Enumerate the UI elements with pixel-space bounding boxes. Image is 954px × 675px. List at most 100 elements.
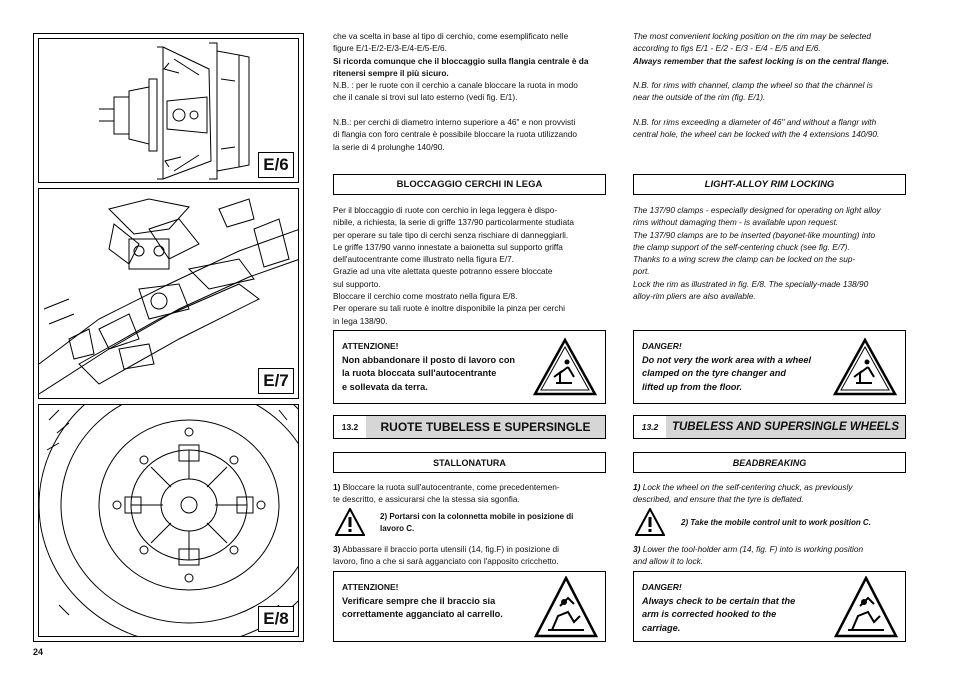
figure-e8-label: E/8 (258, 606, 294, 632)
it-section-number: 13.2 (334, 416, 367, 438)
en-step1: 1) Lock the wheel on the self-centering … (633, 481, 906, 506)
it-warning-box-2: ATTENZIONE! Verificare sempre che il bra… (333, 571, 606, 642)
en-intro-line: The most convenient locking position on … (633, 31, 871, 41)
en-warn1-line: clamped on the tyre changer and (642, 368, 786, 378)
en-step2: 2) Take the mobile control unit to work … (681, 517, 906, 529)
en-warn2-line: arm is corrected hooked to the (642, 609, 777, 619)
it-step3-line: Abbassare il braccio porta utensili (14,… (342, 544, 559, 554)
en-alloy-header: LIGHT-ALLOY RIM LOCKING (633, 174, 906, 195)
it-step3-number: 3) (333, 544, 341, 554)
it-warn2-line: Verificare sempre che il braccio sia (342, 595, 496, 606)
en-bead-header: BEADBREAKING (633, 452, 906, 473)
it-alloy-line: Per il bloccaggio di ruote con cerchio i… (333, 205, 558, 215)
en-step2-line: 2) Take the mobile control unit to work … (681, 518, 871, 527)
en-step1-line: Lock the wheel on the self-centering chu… (642, 482, 853, 492)
figure-e7-label: E/7 (258, 368, 294, 394)
italian-intro: che va scelta in base al tipo di cerchio… (333, 30, 606, 153)
it-intro-line: figure E/1-E/2-E/3-E/4-E/5-E/6. (333, 43, 447, 54)
en-alloy-line: Lock the rim as illustrated in fig. E/8.… (633, 278, 869, 289)
it-alloy-text: Per il bloccaggio di ruote con cerchio i… (333, 204, 606, 327)
it-alloy-header: BLOCCAGGIO CERCHI IN LEGA (333, 174, 606, 195)
it-alloy-line: Bloccare il cerchio come mostrato nella … (333, 291, 518, 302)
it-step1: 1) Bloccare la ruota sull'autocentrante,… (333, 481, 606, 506)
it-alloy-line: per operare su tale tipo di cerchi senza… (333, 229, 569, 240)
en-warn1-line: Do not very the work area with a wheel (642, 354, 811, 365)
en-warn2-line: carriage. (642, 622, 681, 633)
en-nb2-line: N.B. for rims exceeding a diameter of 46… (633, 117, 877, 128)
it-nb1-line: che il canale si trovi sul lato esterno … (333, 92, 518, 103)
en-alloy-line: The 137/90 clamps - especially designed … (633, 205, 881, 215)
en-alloy-line: alloy-rim pliers are also available. (633, 291, 756, 302)
en-step3-line: Lower the tool-holder arm (14, fig. F) i… (642, 544, 864, 554)
figure-e6-drawing (99, 42, 250, 180)
en-warn1-title: DANGER! (642, 341, 682, 351)
en-alloy-line: rims without damaging them - is availabl… (633, 217, 839, 228)
it-warn2-line: correttamente agganciato al carrello. (342, 609, 503, 619)
it-step3-line: lavoro, fino a che si sarà agganciato co… (333, 556, 559, 567)
it-warn1-line: e sollevata da terra. (342, 381, 428, 392)
en-intro-line: according to figs E/1 - E/2 - E/3 - E/4 … (633, 43, 821, 54)
en-step3: 3) Lower the tool-holder arm (14, fig. F… (633, 543, 906, 568)
it-alloy-line: Le griffe 137/90 vanno innestate a baion… (333, 241, 563, 252)
it-intro-bold-line: Si ricorda comunque che il bloccaggio su… (333, 55, 589, 66)
it-warn1-title: ATTENZIONE! (342, 341, 399, 351)
figure-column-frame (33, 33, 304, 642)
en-alloy-text: The 137/90 clamps - especially designed … (633, 204, 906, 302)
en-section-number: 13.2 (634, 416, 667, 438)
it-alloy-line: in lega 138/90. (333, 315, 388, 326)
en-nb2-line: central hole, the wheel can be locked wi… (633, 129, 880, 140)
it-nb2-line: di flangia con foro centrale è possibile… (333, 129, 577, 140)
it-nb2-line: N.B.: per cerchi di diametro interno sup… (333, 117, 576, 128)
figure-e6: E/6 (38, 38, 299, 183)
it-alloy-line: sul supporto. (333, 278, 381, 289)
en-alloy-line: The 137/90 clamps are to be inserted (ba… (633, 229, 876, 240)
en-step1-number: 1) (633, 482, 641, 492)
it-step2: 2) Portarsi con la colonnetta mobile in … (380, 511, 606, 536)
en-intro-bold-line: Always remember that the safest locking … (633, 55, 889, 66)
en-warn1-line: lifted up from the floor. (642, 381, 743, 392)
en-alloy-line: Thanks to a wing screw the clamp can be … (633, 254, 856, 265)
it-step2-line: lavoro C. (380, 524, 415, 534)
en-step1-line: described, and ensure that the tyre is d… (633, 494, 804, 505)
it-alloy-line: dell'autocentrante come illustrato nella… (333, 254, 514, 265)
it-intro-line: che va scelta in base al tipo di cerchio… (333, 31, 569, 41)
it-step3: 3) Abbassare il braccio porta utensili (… (333, 543, 606, 568)
it-step2-line: 2) Portarsi con la colonnetta mobile in … (380, 512, 574, 521)
danger-triangle-icon (534, 576, 598, 638)
en-warn2-title: DANGER! (642, 582, 682, 592)
it-step1-line: Bloccare la ruota sull'autocentrante, co… (342, 482, 560, 492)
figure-e7-drawing (39, 198, 298, 395)
it-step1-number: 1) (333, 482, 341, 492)
it-nb2-line: la serie di 4 prolunghe 140/90. (333, 141, 445, 152)
caution-icon (635, 508, 665, 536)
figure-e6-label: E/6 (258, 152, 294, 178)
it-section-title: RUOTE TUBELESS E SUPERSINGLE (366, 416, 605, 438)
en-step3-number: 3) (633, 544, 641, 554)
en-warning-box-1: DANGER! Do not very the work area with a… (633, 330, 906, 404)
it-warn2-title: ATTENZIONE! (342, 582, 399, 592)
it-nb1-line: N.B. : per le ruote con il cerchio a can… (333, 80, 578, 91)
it-alloy-line: nibile, a richiesta, la serie di griffe … (333, 217, 575, 228)
en-warn2-line: Always check to be certain that the (642, 595, 796, 606)
danger-triangle-icon (832, 337, 898, 396)
it-warn1-line: la ruota bloccata sull'autocentrante (342, 368, 497, 378)
en-alloy-line: the clamp support of the self-centering … (633, 241, 850, 252)
it-section-13-2: 13.2 RUOTE TUBELESS E SUPERSINGLE (333, 415, 606, 439)
caution-icon (335, 508, 365, 536)
it-alloy-line: Per operare su tali ruote è inoltre disp… (333, 303, 565, 314)
it-bead-header: STALLONATURA (333, 452, 606, 473)
en-section-title: TUBELESS AND SUPERSINGLE WHEELS (666, 416, 905, 438)
figure-e8-drawing (39, 405, 298, 636)
danger-triangle-icon (532, 337, 598, 396)
page-number: 24 (33, 647, 44, 657)
english-intro: The most convenient locking position on … (633, 30, 906, 141)
en-alloy-line: port. (633, 266, 650, 277)
en-step3-line: and allow it to lock. (633, 556, 704, 567)
en-section-13-2: 13.2 TUBELESS AND SUPERSINGLE WHEELS (633, 415, 906, 439)
en-nb1-line: N.B. for rims with channel, clamp the wh… (633, 80, 873, 91)
danger-triangle-icon (834, 576, 898, 638)
figure-e8: E/8 (38, 404, 299, 637)
figure-e7: E/7 (38, 188, 299, 399)
it-intro-bold-line: ritenersi sempre il più sicuro. (333, 67, 449, 78)
it-step1-line: te descritto, e assicurarsi che la stess… (333, 494, 520, 505)
